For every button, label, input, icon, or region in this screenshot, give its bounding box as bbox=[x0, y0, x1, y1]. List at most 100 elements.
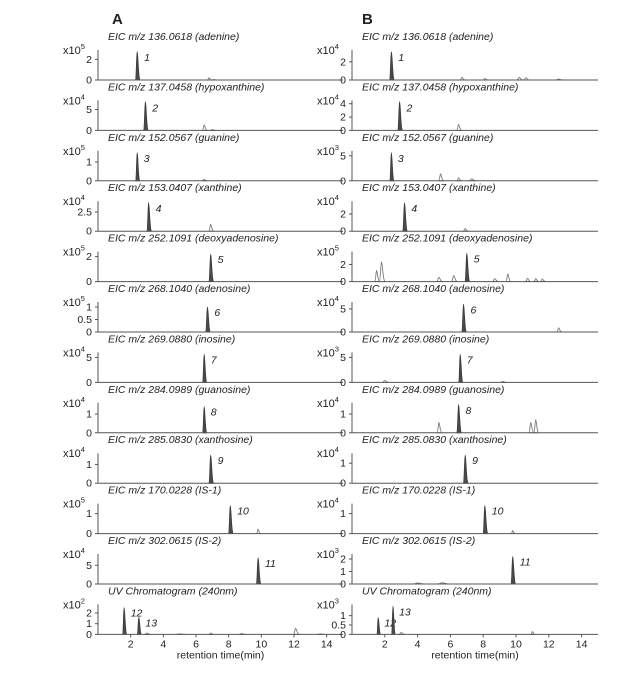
y-multiplier: x105 bbox=[317, 244, 339, 259]
peak-filled bbox=[208, 253, 215, 282]
y-multiplier: x103 bbox=[317, 143, 339, 158]
peak-label: 12 bbox=[131, 608, 143, 620]
trace-title: EIC m/z 137.0458 (hypoxanthine) bbox=[362, 81, 518, 93]
peak-filled bbox=[208, 454, 215, 484]
y-tick-label: 5 bbox=[86, 104, 92, 116]
y-multiplier: x103 bbox=[317, 344, 339, 359]
y-multiplier-exponent: 5 bbox=[81, 244, 85, 253]
y-tick-label: 0 bbox=[86, 427, 92, 439]
y-multiplier-exponent: 4 bbox=[335, 445, 339, 454]
y-multiplier: x104 bbox=[63, 344, 85, 359]
y-multiplier: x105 bbox=[63, 496, 85, 511]
peak-filled bbox=[461, 303, 467, 333]
peak-filled bbox=[202, 353, 208, 383]
peak-minor bbox=[436, 276, 443, 283]
peak-filled bbox=[402, 202, 408, 232]
y-tick-label: 0 bbox=[86, 377, 92, 389]
peak-minor bbox=[436, 422, 443, 434]
trace-title: EIC m/z 252.1091 (deoxyadenosine) bbox=[108, 233, 278, 245]
y-multiplier-exponent: 4 bbox=[335, 92, 339, 101]
y-tick-label: 0 bbox=[340, 579, 346, 591]
peak-label: 13 bbox=[145, 617, 157, 629]
trace-title: EIC m/z 284.0989 (guanosine) bbox=[108, 384, 250, 396]
peak-minor bbox=[528, 422, 535, 434]
peak-filled bbox=[134, 51, 141, 81]
y-tick-label: 2.5 bbox=[77, 207, 92, 219]
y-tick-label: 0 bbox=[340, 125, 346, 137]
y-multiplier-exponent: 4 bbox=[81, 344, 85, 353]
peak-minor bbox=[533, 419, 540, 434]
x-tick-label: 4 bbox=[415, 638, 421, 650]
trace-title: EIC m/z 285.0830 (xanthosine) bbox=[108, 434, 253, 446]
y-tick-label: 2 bbox=[86, 54, 92, 66]
y-tick-label: 2 bbox=[340, 56, 346, 68]
trace-title: EIC m/z 302.0615 (IS-2) bbox=[108, 535, 221, 547]
y-tick-label: 0 bbox=[340, 75, 346, 87]
peak-label: 5 bbox=[218, 254, 224, 266]
y-multiplier-exponent: 3 bbox=[335, 143, 339, 152]
y-tick-label: 0.5 bbox=[331, 620, 346, 632]
peak-label: 1 bbox=[144, 52, 150, 64]
x-axis-label: retention time(min) bbox=[431, 649, 519, 661]
y-multiplier: x104 bbox=[317, 445, 339, 460]
y-multiplier-exponent: 4 bbox=[335, 193, 339, 202]
y-tick-label: 0 bbox=[340, 276, 346, 288]
y-tick-label: 2 bbox=[86, 251, 92, 263]
y-multiplier-exponent: 4 bbox=[81, 92, 85, 101]
peak-label: 4 bbox=[411, 203, 417, 215]
panel-label: B bbox=[362, 11, 373, 28]
y-multiplier-exponent: 4 bbox=[81, 445, 85, 454]
y-tick-label: 0 bbox=[340, 226, 346, 238]
y-tick-label: 0 bbox=[340, 327, 346, 339]
peak-filled bbox=[143, 101, 149, 131]
peak-filled bbox=[205, 306, 211, 333]
peak-label: 7 bbox=[467, 354, 474, 366]
peak-label: 2 bbox=[151, 102, 158, 114]
peak-filled bbox=[122, 607, 128, 635]
y-tick-label: 1 bbox=[86, 459, 92, 471]
trace-title: EIC m/z 252.1091 (deoxyadenosine) bbox=[362, 233, 532, 245]
peak-label: 13 bbox=[399, 606, 411, 618]
trace-title: EIC m/z 170.0228 (IS-1) bbox=[108, 485, 221, 497]
peak-filled bbox=[464, 252, 471, 282]
peak-filled bbox=[391, 605, 396, 635]
y-multiplier: x104 bbox=[317, 92, 339, 107]
peak-label: 8 bbox=[211, 407, 217, 419]
y-tick-label: 1 bbox=[86, 157, 92, 169]
trace-title: EIC m/z 136.0618 (adenine) bbox=[108, 31, 239, 43]
peak-label: 2 bbox=[406, 102, 413, 114]
y-multiplier: x102 bbox=[63, 596, 85, 611]
y-multiplier-exponent: 3 bbox=[335, 344, 339, 353]
y-multiplier-exponent: 4 bbox=[81, 395, 85, 404]
y-tick-label: 0 bbox=[86, 528, 92, 540]
x-tick-label: 12 bbox=[543, 638, 555, 650]
x-tick-label: 10 bbox=[255, 638, 267, 650]
trace-title: EIC m/z 152.0567 (guanine) bbox=[362, 132, 493, 144]
y-tick-label: 5 bbox=[340, 303, 346, 315]
peak-minor bbox=[438, 173, 444, 182]
x-tick-label: 12 bbox=[288, 638, 300, 650]
y-multiplier-exponent: 5 bbox=[335, 244, 339, 253]
peak-filled bbox=[456, 404, 463, 434]
y-tick-label: 5 bbox=[86, 352, 92, 364]
trace-title: EIC m/z 285.0830 (xanthosine) bbox=[362, 434, 507, 446]
trace-title: UV Chromatogram (240nm) bbox=[108, 585, 238, 597]
y-tick-label: 0 bbox=[86, 75, 92, 87]
peak-label: 3 bbox=[144, 153, 150, 165]
x-axis-label: retention time(min) bbox=[177, 649, 265, 661]
y-multiplier: x103 bbox=[317, 596, 339, 611]
